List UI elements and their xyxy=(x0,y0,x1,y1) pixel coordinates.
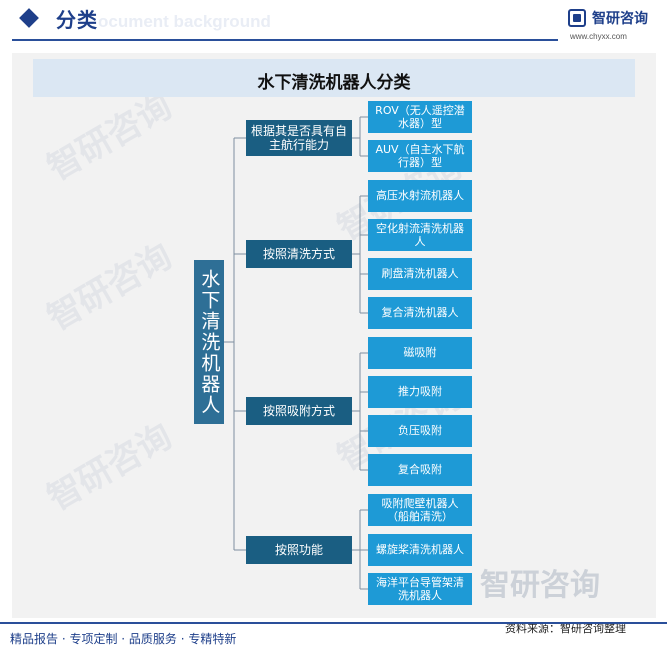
leaf-high-pressure-jet: 高压水射流机器人 xyxy=(368,180,472,212)
leaf-rov: ROV（无人遥控潜水器）型 xyxy=(368,101,472,133)
leaf-magnetic: 磁吸附 xyxy=(368,337,472,369)
leaf-composite-cleaning: 复合清洗机器人 xyxy=(368,297,472,329)
category-function: 按照功能 xyxy=(246,536,352,564)
brand-url: www.chyxx.com xyxy=(570,32,627,41)
leaf-cavitation-jet: 空化射流清洗机器人 xyxy=(368,219,472,251)
brand-logo-icon xyxy=(568,9,586,27)
category-cleaning-method: 按照清洗方式 xyxy=(246,240,352,268)
category-autonomy: 根据其是否具有自主航行能力 xyxy=(246,120,352,156)
leaf-thrust: 推力吸附 xyxy=(368,376,472,408)
diagram-title-banner: 水下清洗机器人分类 xyxy=(33,59,635,97)
leaf-offshore-jacket: 海洋平台导管架清洗机器人 xyxy=(368,573,472,605)
footer-tagline: 精品报告 · 专项定制 · 品质服务 · 专精特新 xyxy=(10,632,237,646)
source-note: 资料来源：智研咨询整理 xyxy=(505,622,626,635)
leaf-wall-climbing: 吸附爬壁机器人（船舶清洗） xyxy=(368,494,472,526)
leaf-negative-pressure: 负压吸附 xyxy=(368,415,472,447)
header-divider xyxy=(12,39,558,41)
footer-divider xyxy=(0,622,667,624)
page-title: 分类 xyxy=(56,8,98,32)
header: ocument background 分类 智研咨询 www.chyxx.com xyxy=(0,0,667,42)
leaf-composite-adsorption: 复合吸附 xyxy=(368,454,472,486)
diagram-title: 水下清洗机器人分类 xyxy=(257,73,411,93)
root-node: 水下清洗机器人 xyxy=(194,260,224,424)
leaf-brush-disc: 刷盘清洗机器人 xyxy=(368,258,472,290)
leaf-auv: AUV（自主水下航行器）型 xyxy=(368,140,472,172)
brand-name: 智研咨询 xyxy=(592,11,648,27)
category-adsorption-method: 按照吸附方式 xyxy=(246,397,352,425)
header-ghost-text: ocument background xyxy=(98,12,271,31)
leaf-propeller: 螺旋桨清洗机器人 xyxy=(368,534,472,566)
brand: 智研咨询 www.chyxx.com xyxy=(568,8,664,42)
